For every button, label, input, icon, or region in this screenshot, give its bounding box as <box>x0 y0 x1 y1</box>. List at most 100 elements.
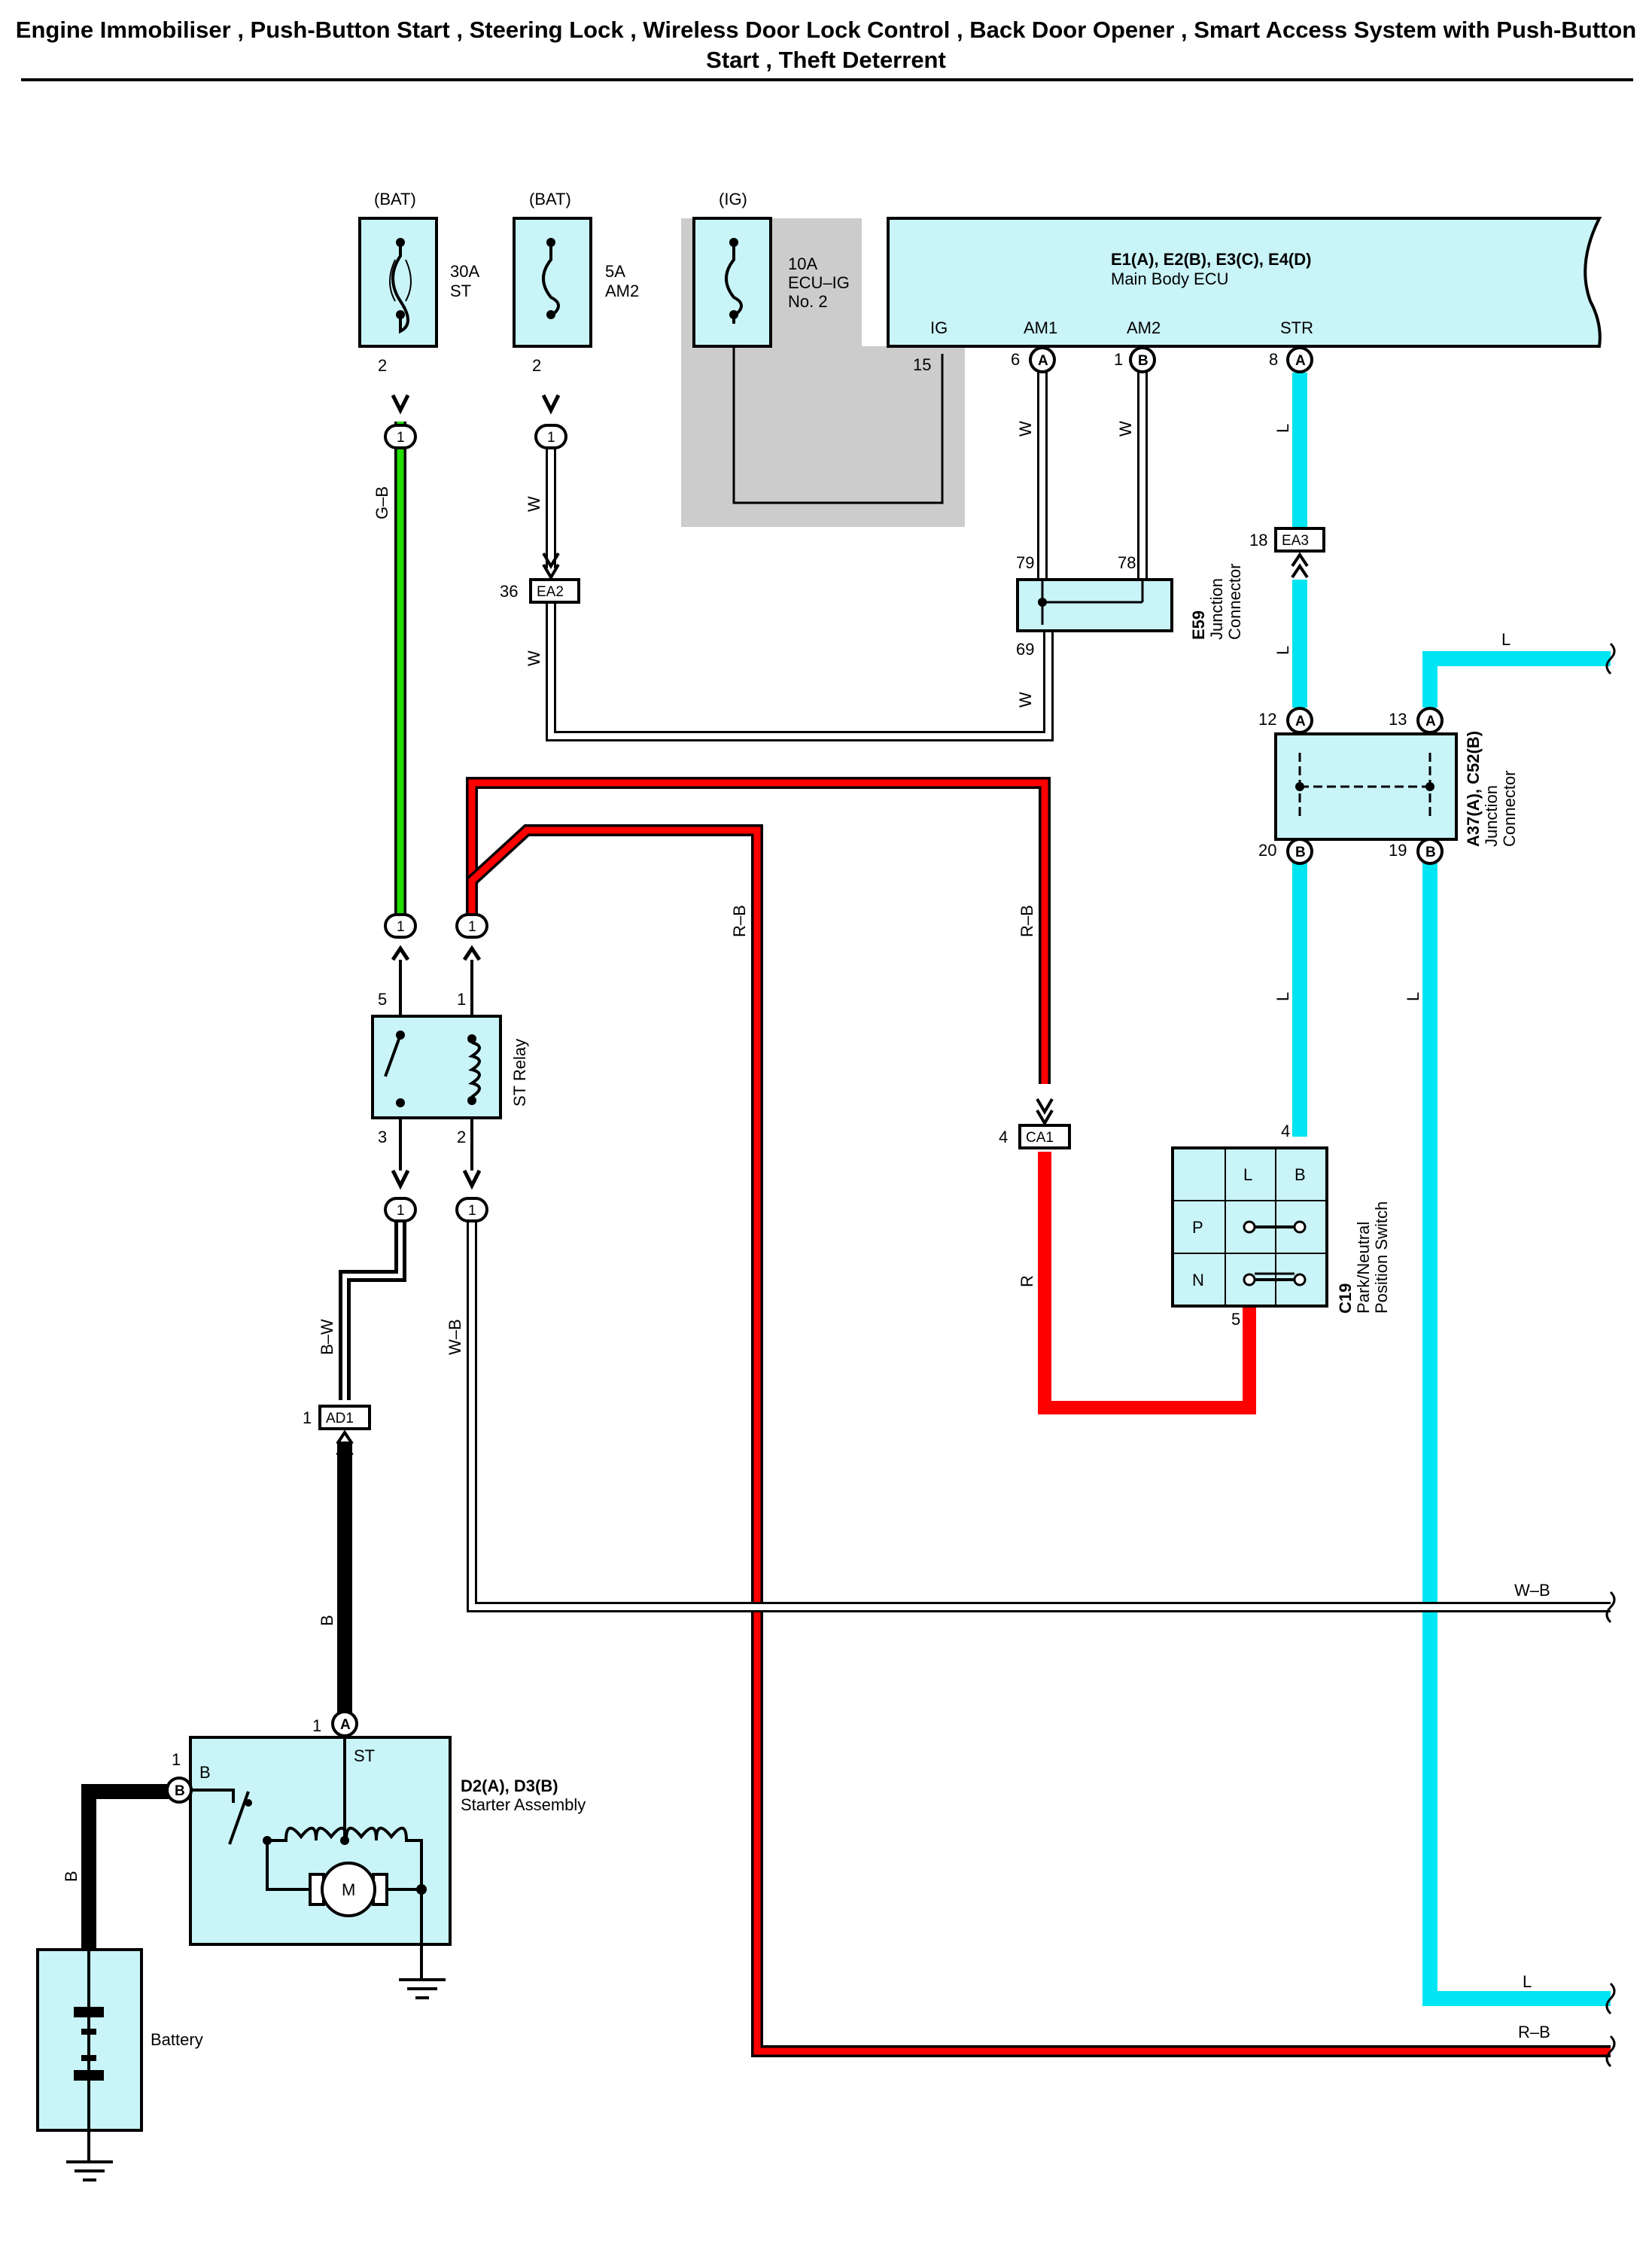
svg-text:C19: C19 <box>1336 1283 1355 1314</box>
svg-text:B: B <box>1295 1165 1306 1184</box>
svg-text:1: 1 <box>312 1716 321 1735</box>
svg-text:W: W <box>1116 421 1135 437</box>
main-body-ecu: E1(A), E2(B), E3(C), E4(D) Main Body ECU… <box>887 217 1602 374</box>
svg-text:A: A <box>1038 353 1048 369</box>
svg-text:STR: STR <box>1280 318 1313 337</box>
svg-text:10A: 10A <box>788 254 817 273</box>
svg-text:W–B: W–B <box>1514 1581 1550 1600</box>
svg-text:69: 69 <box>1016 640 1034 659</box>
connector-ca1: CA1 4 <box>999 1098 1071 1149</box>
svg-text:(BAT): (BAT) <box>374 190 416 209</box>
svg-text:(IG): (IG) <box>719 190 747 209</box>
svg-text:1: 1 <box>457 990 466 1009</box>
svg-text:36: 36 <box>500 582 518 601</box>
svg-text:Starter Assembly: Starter Assembly <box>461 1795 586 1814</box>
svg-text:Park/Neutral: Park/Neutral <box>1354 1222 1373 1314</box>
svg-text:A37(A), C52(B): A37(A), C52(B) <box>1464 731 1483 847</box>
fuse-5a-am2: (BAT) 5A AM2 2 <box>513 190 639 375</box>
svg-text:4: 4 <box>1281 1122 1290 1140</box>
wire-r-b <box>466 777 1611 2057</box>
svg-text:79: 79 <box>1016 553 1034 572</box>
svg-text:No. 2: No. 2 <box>788 292 828 311</box>
svg-text:B: B <box>199 1763 211 1782</box>
svg-text:EA3: EA3 <box>1282 533 1309 549</box>
svg-text:Connector: Connector <box>1225 563 1244 640</box>
svg-text:L: L <box>1273 646 1292 655</box>
svg-text:Battery: Battery <box>151 2030 203 2049</box>
svg-text:6: 6 <box>1011 350 1020 369</box>
svg-text:A: A <box>1295 714 1306 729</box>
svg-text:B: B <box>1138 353 1148 369</box>
svg-text:W: W <box>1016 421 1035 437</box>
svg-text:Junction: Junction <box>1482 785 1501 847</box>
svg-text:R–B: R–B <box>1518 2023 1550 2041</box>
svg-text:AM1: AM1 <box>1024 318 1057 337</box>
title-underline <box>21 78 1633 81</box>
svg-text:L: L <box>1501 630 1511 649</box>
svg-text:(BAT): (BAT) <box>529 190 571 209</box>
svg-text:1: 1 <box>547 430 555 446</box>
wire-labels: G–B W W W W W L L L L L L R–B R–B R–B R … <box>62 421 1550 2041</box>
svg-text:EA2: EA2 <box>537 584 564 600</box>
svg-text:AD1: AD1 <box>326 1411 354 1426</box>
svg-text:ST Relay: ST Relay <box>510 1039 529 1107</box>
inline-pins: 1 1 1 1 1 1 <box>384 394 567 1222</box>
svg-text:19: 19 <box>1389 841 1407 860</box>
svg-text:L: L <box>1273 424 1292 433</box>
svg-text:L: L <box>1404 992 1422 1001</box>
svg-text:1: 1 <box>468 1203 476 1219</box>
svg-text:2: 2 <box>378 356 387 375</box>
svg-text:18: 18 <box>1249 531 1267 550</box>
svg-text:W: W <box>1016 692 1035 708</box>
svg-text:13: 13 <box>1389 710 1407 729</box>
svg-text:B: B <box>318 1615 336 1626</box>
svg-text:ECU–IG: ECU–IG <box>788 273 850 292</box>
svg-text:W: W <box>525 650 543 666</box>
svg-text:1: 1 <box>1114 350 1123 369</box>
svg-text:2: 2 <box>457 1128 466 1146</box>
svg-text:D2(A), D3(B): D2(A), D3(B) <box>461 1776 558 1795</box>
svg-text:CA1: CA1 <box>1026 1130 1054 1146</box>
wire-r <box>1038 1152 1256 1414</box>
svg-text:ST: ST <box>450 282 471 300</box>
svg-text:ST: ST <box>354 1746 375 1765</box>
svg-text:1: 1 <box>397 1203 405 1219</box>
svg-text:12: 12 <box>1258 710 1276 729</box>
st-relay: 5 1 3 2 ST Relay <box>371 960 529 1171</box>
wire-b-w <box>339 1208 406 1400</box>
svg-text:E1(A), E2(B), E3(C), E4(D): E1(A), E2(B), E3(C), E4(D) <box>1111 250 1311 269</box>
svg-text:L: L <box>1273 992 1292 1001</box>
svg-text:B: B <box>1425 845 1436 860</box>
wire-l-str <box>1292 373 1611 2006</box>
wire-ig-internal <box>732 324 944 504</box>
svg-text:L: L <box>1523 1972 1532 1991</box>
svg-text:AM2: AM2 <box>1127 318 1161 337</box>
svg-text:5: 5 <box>1231 1310 1240 1329</box>
svg-text:Junction: Junction <box>1207 578 1226 640</box>
svg-text:M: M <box>342 1880 355 1899</box>
battery: Battery <box>36 1948 203 2181</box>
wire-w-b <box>467 1208 1611 1612</box>
svg-text:1: 1 <box>397 919 405 935</box>
svg-text:R: R <box>1018 1275 1036 1287</box>
svg-text:1: 1 <box>303 1408 312 1427</box>
svg-text:A: A <box>1425 714 1436 729</box>
svg-text:8: 8 <box>1269 350 1278 369</box>
svg-text:B: B <box>62 1871 81 1882</box>
svg-text:B: B <box>1295 845 1306 860</box>
wire-w-am2 <box>546 448 1054 741</box>
svg-text:Position Switch: Position Switch <box>1372 1201 1391 1314</box>
svg-text:P: P <box>1192 1218 1203 1237</box>
starter-assembly: 1 A 1 B B ST M D2(A), D3(B) Starter Asse… <box>166 1710 586 1999</box>
svg-text:30A: 30A <box>450 262 479 281</box>
svg-text:E59: E59 <box>1189 610 1208 640</box>
wire-w-am1-am2 <box>1037 370 1148 583</box>
wires <box>81 324 1611 2057</box>
junction-a37-c52: 12 A 13 A 20 B 19 B A37(A), C52(B) Junct… <box>1258 707 1519 865</box>
wire-breaks <box>1605 642 1616 2068</box>
svg-text:Connector: Connector <box>1500 770 1519 847</box>
svg-text:4: 4 <box>999 1128 1008 1146</box>
svg-text:2: 2 <box>532 356 541 375</box>
svg-text:A: A <box>340 1717 351 1733</box>
svg-text:5A: 5A <box>605 262 625 281</box>
